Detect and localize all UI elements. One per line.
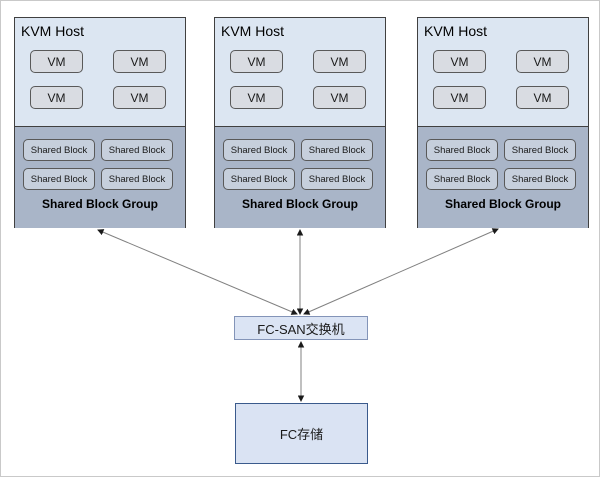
shared-block-group-label: Shared Block Group xyxy=(41,197,159,211)
kvm-host-title: KVM Host xyxy=(221,23,285,39)
shared-block: Shared Block xyxy=(223,168,295,190)
shared-block: Shared Block xyxy=(101,168,173,190)
shared-block: Shared Block xyxy=(504,168,576,190)
vm-box: VM xyxy=(516,86,569,109)
fc-san-switch: FC-SAN交换机 xyxy=(234,316,368,340)
shared-block: Shared Block xyxy=(504,139,576,161)
shared-block: Shared Block xyxy=(301,168,373,190)
shared-block: Shared Block xyxy=(426,139,498,161)
shared-block-grid: Shared Block Shared Block Shared Block S… xyxy=(223,139,373,190)
shared-block: Shared Block xyxy=(23,168,95,190)
vm-box: VM xyxy=(433,86,486,109)
shared-block: Shared Block xyxy=(426,168,498,190)
vm-grid: VM VM VM VM xyxy=(230,50,366,109)
shared-block-group-label: Shared Block Group xyxy=(241,197,359,211)
vm-box: VM xyxy=(230,50,283,73)
fc-storage: FC存储 xyxy=(235,403,368,464)
shared-block: Shared Block xyxy=(223,139,295,161)
kvm-host-1: KVM Host VM VM VM VM Shared Block Shared… xyxy=(14,17,186,228)
vm-box: VM xyxy=(516,50,569,73)
edge-host1-switch xyxy=(97,229,298,315)
vm-box: VM xyxy=(113,50,166,73)
edge-host3-switch xyxy=(303,228,499,315)
shared-block-grid: Shared Block Shared Block Shared Block S… xyxy=(426,139,576,190)
shared-block-group: Shared Block Shared Block Shared Block S… xyxy=(418,126,588,228)
shared-block: Shared Block xyxy=(23,139,95,161)
vm-grid: VM VM VM VM xyxy=(433,50,569,109)
vm-box: VM xyxy=(433,50,486,73)
vm-grid: VM VM VM VM xyxy=(30,50,166,109)
kvm-host-2: KVM Host VM VM VM VM Shared Block Shared… xyxy=(214,17,386,228)
vm-box: VM xyxy=(113,86,166,109)
vm-box: VM xyxy=(30,86,83,109)
shared-block-group: Shared Block Shared Block Shared Block S… xyxy=(215,126,385,228)
kvm-host-title: KVM Host xyxy=(424,23,488,39)
kvm-host-3: KVM Host VM VM VM VM Shared Block Shared… xyxy=(417,17,589,228)
shared-block-group: Shared Block Shared Block Shared Block S… xyxy=(15,126,185,228)
vm-box: VM xyxy=(313,86,366,109)
vm-box: VM xyxy=(30,50,83,73)
shared-block-grid: Shared Block Shared Block Shared Block S… xyxy=(23,139,173,190)
shared-block: Shared Block xyxy=(301,139,373,161)
kvm-host-title: KVM Host xyxy=(21,23,85,39)
shared-block-group-label: Shared Block Group xyxy=(444,197,562,211)
shared-block: Shared Block xyxy=(101,139,173,161)
vm-box: VM xyxy=(230,86,283,109)
vm-box: VM xyxy=(313,50,366,73)
